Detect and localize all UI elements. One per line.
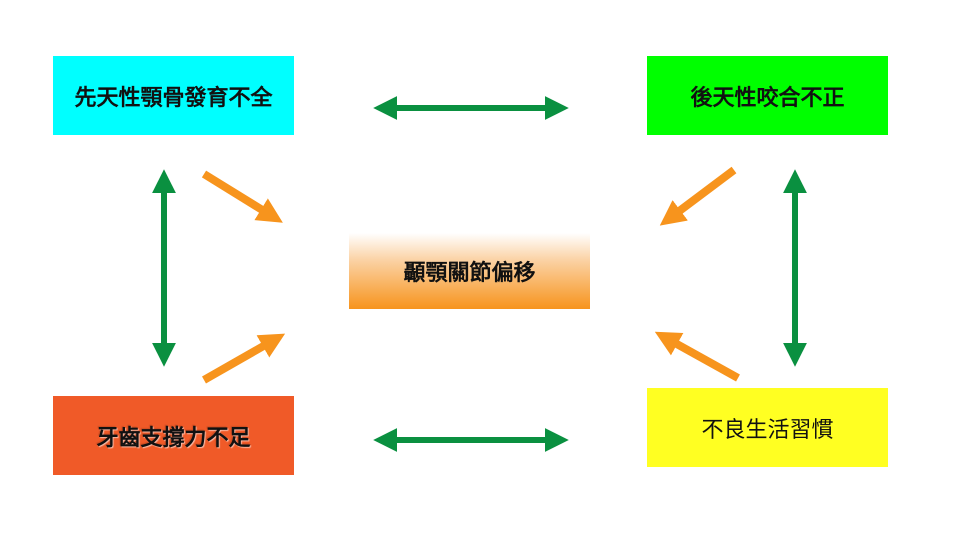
arrow-bottomleft-to-center [202,333,286,384]
arrow-topleft-to-center [201,170,283,223]
arrow-bottomright-to-center [654,331,740,382]
node-acquired-malocclusion: 後天性咬合不正 [647,56,888,135]
node-tmj-displacement: 顳顎關節偏移 [349,233,590,309]
node-congenital-jaw-label: 先天性顎骨發育不全 [74,85,273,111]
node-acquired-malocclusion-label: 後天性咬合不正 [690,85,845,111]
node-bad-habits: 不良生活習慣 [647,388,888,467]
node-tmj-displacement-label: 顳顎關節偏移 [403,261,536,286]
arrow-topright-to-center [659,166,737,226]
node-insufficient-tooth-support-label: 牙齒支撐力不足 [96,425,251,451]
node-congenital-jaw: 先天性顎骨發育不全 [53,56,294,135]
node-bad-habits-label: 不良生活習慣 [701,417,834,443]
node-insufficient-tooth-support: 牙齒支撐力不足 [53,396,294,475]
